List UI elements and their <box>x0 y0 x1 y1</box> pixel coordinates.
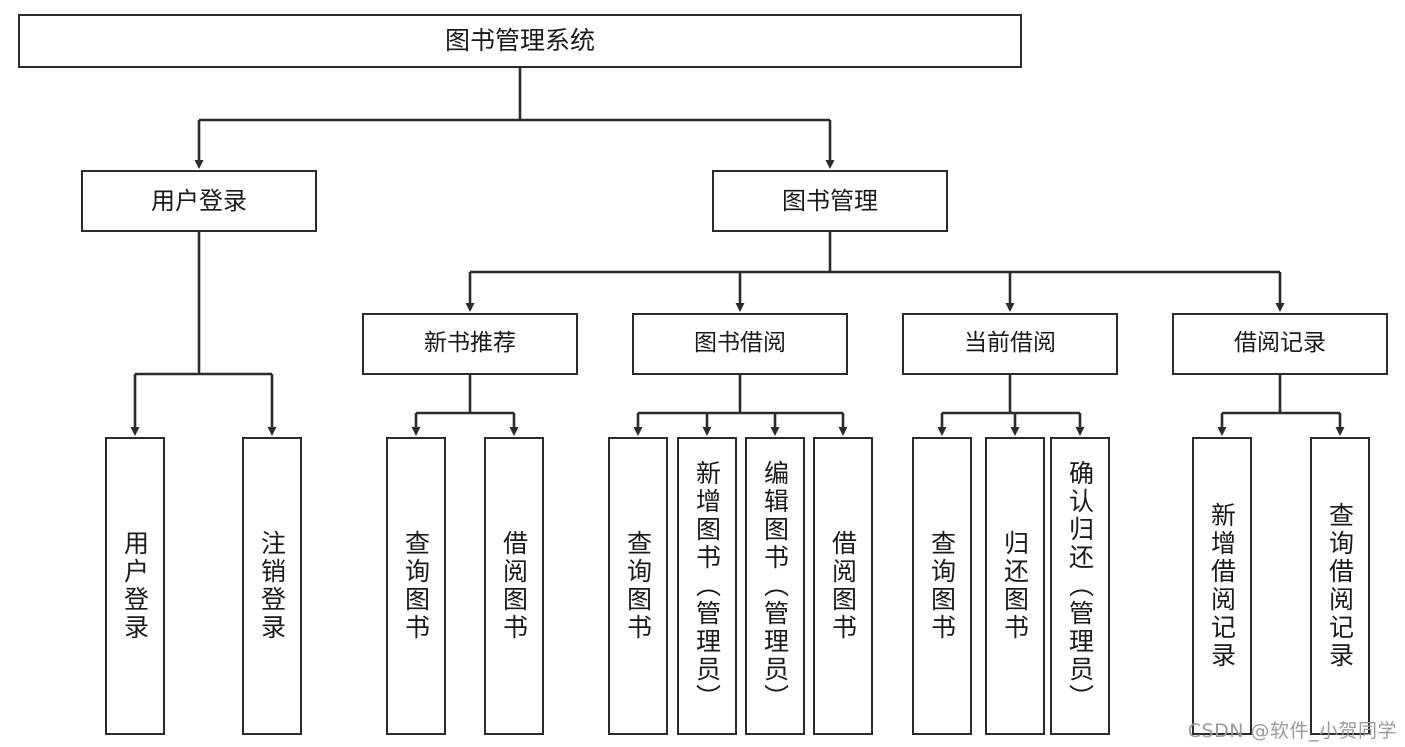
node-leaf-edit-book-label: 编辑图书（管理员） <box>760 460 790 712</box>
node-new-book-recommend[interactable]: 新书推荐 <box>362 313 578 375</box>
node-leaf-user-login-label: 用户登录 <box>120 530 150 642</box>
node-current-borrow[interactable]: 当前借阅 <box>902 313 1118 375</box>
node-leaf-borrow-book-2[interactable]: 借阅图书 <box>813 437 873 735</box>
node-leaf-user-login[interactable]: 用户登录 <box>105 437 165 735</box>
node-leaf-return-book[interactable]: 归还图书 <box>985 437 1045 735</box>
node-leaf-query-record[interactable]: 查询借阅记录 <box>1310 437 1370 735</box>
node-user-login-label: 用户登录 <box>151 186 247 215</box>
node-leaf-query-book-1[interactable]: 查询图书 <box>386 437 446 735</box>
node-root[interactable]: 图书管理系统 <box>18 14 1022 68</box>
node-leaf-borrow-book-1-label: 借阅图书 <box>499 530 529 642</box>
node-leaf-return-book-label: 归还图书 <box>1000 530 1030 642</box>
node-leaf-add-record[interactable]: 新增借阅记录 <box>1192 437 1252 735</box>
node-new-book-recommend-label: 新书推荐 <box>424 330 516 357</box>
node-leaf-add-book[interactable]: 新增图书（管理员） <box>677 437 737 735</box>
node-root-label: 图书管理系统 <box>444 26 595 55</box>
node-leaf-query-record-label: 查询借阅记录 <box>1325 502 1355 670</box>
node-book-manage-label: 图书管理 <box>782 186 878 215</box>
node-leaf-logout-label: 注销登录 <box>257 530 287 642</box>
node-borrow-record-label: 借阅记录 <box>1234 330 1326 357</box>
node-leaf-query-book-3-label: 查询图书 <box>927 530 957 642</box>
node-leaf-logout[interactable]: 注销登录 <box>242 437 302 735</box>
node-user-login[interactable]: 用户登录 <box>81 170 317 232</box>
node-leaf-query-book-3[interactable]: 查询图书 <box>912 437 972 735</box>
node-book-borrow[interactable]: 图书借阅 <box>632 313 848 375</box>
node-leaf-query-book-2[interactable]: 查询图书 <box>608 437 668 735</box>
node-leaf-query-book-2-label: 查询图书 <box>623 530 653 642</box>
node-leaf-add-record-label: 新增借阅记录 <box>1207 502 1237 670</box>
node-leaf-add-book-label: 新增图书（管理员） <box>692 460 722 712</box>
node-current-borrow-label: 当前借阅 <box>964 330 1056 357</box>
node-leaf-borrow-book-1[interactable]: 借阅图书 <box>484 437 544 735</box>
node-leaf-confirm-return-label: 确认归还（管理员） <box>1065 460 1095 712</box>
node-leaf-edit-book[interactable]: 编辑图书（管理员） <box>745 437 805 735</box>
edge-layer <box>130 68 1345 436</box>
node-leaf-confirm-return[interactable]: 确认归还（管理员） <box>1050 437 1110 735</box>
node-leaf-borrow-book-2-label: 借阅图书 <box>828 530 858 642</box>
node-leaf-query-book-1-label: 查询图书 <box>401 530 431 642</box>
node-book-borrow-label: 图书借阅 <box>694 330 786 357</box>
node-book-manage[interactable]: 图书管理 <box>712 170 948 232</box>
node-borrow-record[interactable]: 借阅记录 <box>1172 313 1388 375</box>
